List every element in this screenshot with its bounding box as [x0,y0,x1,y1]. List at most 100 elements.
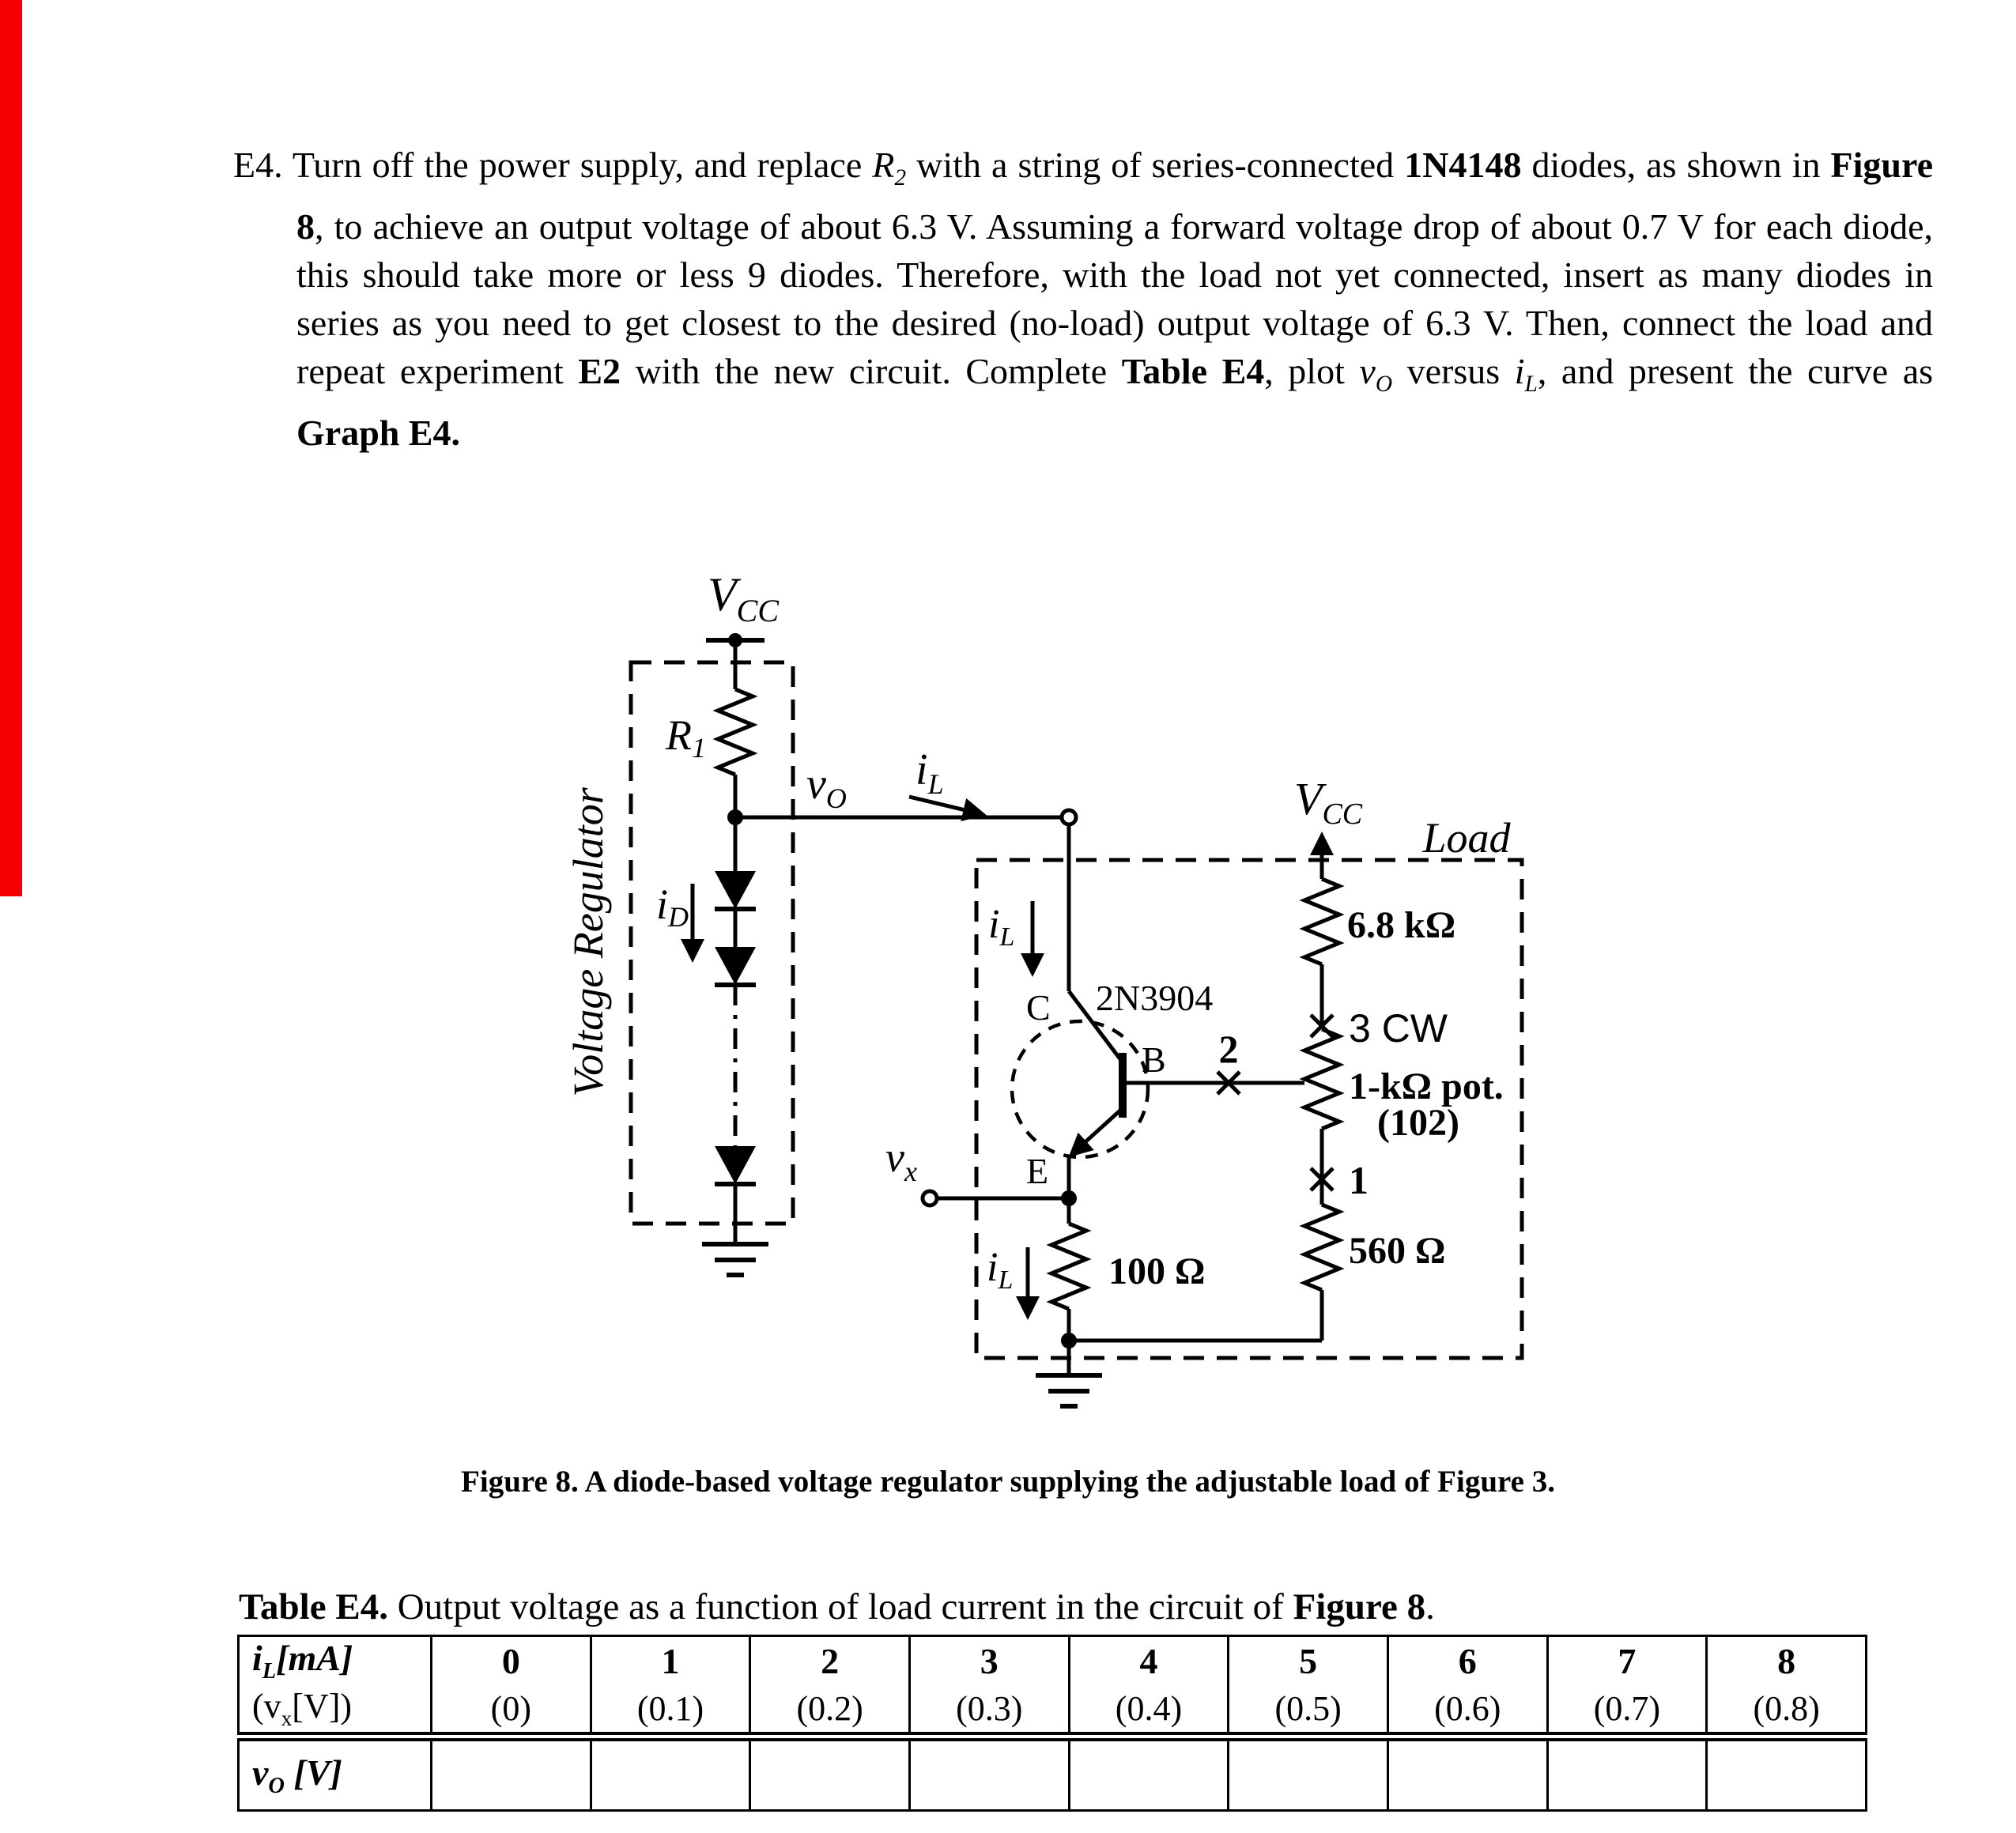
pot-terminal3-x [1309,1013,1335,1039]
bold-e2: E2 [578,351,621,392]
emitter-label: E [1026,1151,1048,1191]
table-caption-figure-ref: Figure 8 [1293,1586,1426,1627]
cell-vx-6: (0.6) [1386,1684,1549,1742]
cell-il-7: 7 [1546,1635,1708,1685]
vcc-left-label: VCC [708,568,780,628]
resistor-r1-icon [712,687,758,777]
node-dot [1061,1190,1077,1206]
cell-il-1: 1 [589,1635,752,1685]
load-section [974,832,1524,1360]
transistor-dashed-circle [1010,1019,1150,1160]
table-row-vo: vO [V] [237,1735,1867,1812]
vo-label: vO [806,760,847,814]
cell-il-0: 0 [430,1635,592,1685]
regulator-dashed-box [629,660,795,1226]
id-label: iD [656,881,689,933]
pot-terminal2-label: 2 [1219,1027,1239,1071]
output-terminal-circle [1059,808,1078,827]
cell-vo-7[interactable] [1546,1735,1708,1812]
table-row-il: iL[mA] 0 1 2 3 4 5 6 7 8 [237,1635,1867,1685]
pot-cw-label: 3 CW [1349,1006,1448,1050]
pot-wiper-x [1216,1070,1241,1096]
table-row-vx: (vx[V]) (0) (0.1) (0.2) (0.3) (0.4) (0.5… [237,1684,1867,1742]
bold-table-e4: Table E4 [1121,351,1265,392]
resistor-100-label: 100 Ω [1108,1250,1205,1292]
ground-icon [702,1242,768,1277]
cell-vx-8: (0.8) [1705,1684,1867,1742]
cell-vx-7: (0.7) [1546,1684,1708,1742]
cell-vo-8[interactable] [1705,1735,1867,1812]
cell-il-2: 2 [749,1635,911,1685]
il-top-label: iL [916,745,944,800]
table-e4-caption: Table E4. Output voltage as a function o… [239,1586,1435,1627]
ground-icon [1036,1373,1102,1409]
cell-vo-2[interactable] [749,1735,911,1812]
vcc-right-label: VCC [1294,773,1363,831]
var-vo: vO [1359,351,1393,398]
cell-vx-0: (0) [430,1684,592,1742]
cell-vx-2: (0.2) [749,1684,911,1742]
cell-vx-1: (0.1) [589,1684,752,1742]
instruction-paragraph-e4: E4. Turn off the power supply, and repla… [233,145,1934,454]
diode-icon [715,1146,756,1184]
cell-vx-3: (0.3) [908,1684,1070,1742]
diode-icon [715,947,756,985]
cell-vo-0[interactable] [430,1735,592,1812]
cell-il-3: 3 [908,1635,1070,1685]
table-caption-bold: Table E4. [239,1586,388,1627]
load-label: Load [1421,814,1511,862]
figure8-caption: Figure 8. A diode-based voltage regulato… [461,1465,1555,1499]
voltage-regulator-label: Voltage Regulator [564,786,612,1096]
cell-il-5: 5 [1227,1635,1389,1685]
cell-vo-6[interactable] [1386,1735,1549,1812]
var-il: iL [1514,351,1538,398]
cell-vo-3[interactable] [908,1735,1070,1812]
cell-il-6: 6 [1386,1635,1549,1685]
vx-terminal-circle [920,1189,939,1208]
il-load-label: iL [988,902,1014,952]
para-text: Turn off the power supply, and replace [282,145,873,185]
resistor-560-label: 560 Ω [1349,1230,1445,1272]
resistor-560-icon [1299,1202,1345,1292]
pot-name-label: 1-kΩ pot. [1349,1065,1504,1107]
cell-vx-4: (0.4) [1067,1684,1230,1742]
table-e4: iL[mA] 0 1 2 3 4 5 6 7 8 (vx[V]) (0) (0.… [237,1635,1867,1812]
pot-terminal1-label: 1 [1349,1158,1369,1202]
node-dot [727,809,743,825]
row-header-vo: vO [V] [237,1735,432,1812]
row-header-il: iL[mA] [237,1635,432,1685]
cell-il-8: 8 [1705,1635,1867,1685]
cell-vo-5[interactable] [1227,1735,1389,1812]
bold-graph-e4: Graph E4. [296,413,461,454]
pot-terminal1-x [1309,1167,1335,1192]
transistor-part-label: 2N3904 [1096,978,1213,1018]
cell-vo-1[interactable] [589,1735,752,1812]
potentiometer-icon [1299,1027,1345,1131]
voltage-regulator-section [629,633,1078,1277]
pot-code-label: (102) [1377,1102,1459,1144]
row-header-vx: (vx[V]) [237,1684,432,1742]
collector-lead [1067,990,1124,1064]
load-dashed-box [974,858,1524,1360]
bold-1n4148: 1N4148 [1404,145,1522,185]
cell-vo-4[interactable] [1067,1735,1230,1812]
il-bottom-label: iL [987,1245,1013,1295]
resistor-6k8-icon [1299,877,1345,967]
node-dot [1061,1333,1077,1348]
bold-figure8: Figure 8 [296,145,1933,247]
il-current-arrow [908,794,987,822]
resistor-6k8-label: 6.8 kΩ [1347,904,1455,946]
vx-label: vx [885,1133,917,1187]
emitter-lead [1068,1107,1124,1158]
cell-vx-5: (0.5) [1227,1684,1389,1742]
r1-label: R1 [665,711,706,764]
collector-label: C [1026,987,1051,1028]
item-label: E4. [233,145,283,185]
transistor-branch [920,824,1304,1409]
resistor-100-icon [1046,1221,1092,1311]
red-margin-bar [0,0,22,896]
var-r2: R2 [872,145,907,191]
node-dot [728,633,742,647]
cell-il-4: 4 [1067,1635,1230,1685]
